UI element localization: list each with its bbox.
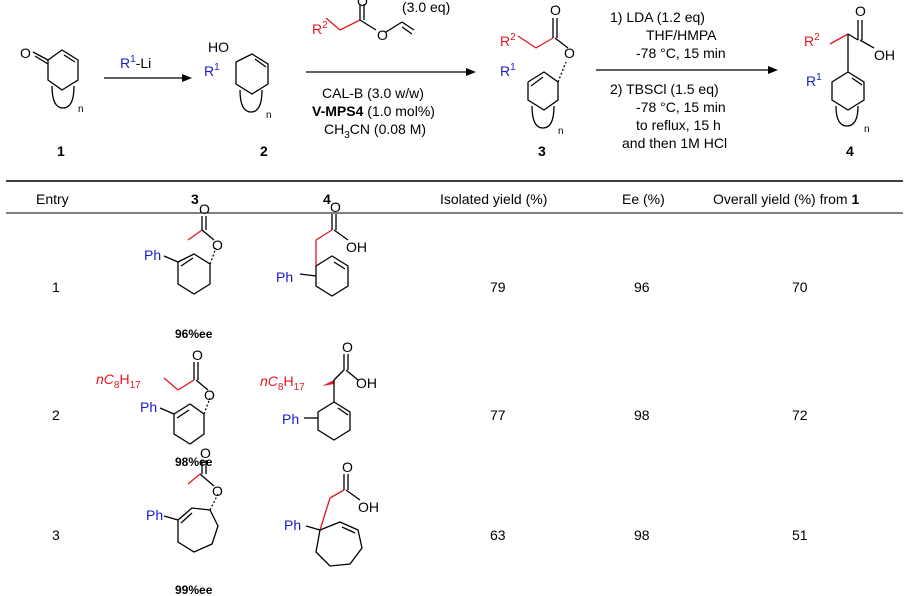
row1-c3-carbonyl-o: O: [199, 201, 210, 217]
row2-c4-oh: OH: [356, 375, 377, 391]
compound-2-structure: HO R1 n: [204, 39, 272, 121]
step3-line6: to reflux, 15 h: [636, 117, 721, 133]
row3-c4-oh: OH: [358, 499, 379, 515]
compound-3-label: 3: [538, 143, 546, 159]
row3-ee: 98: [634, 527, 650, 543]
row3-isolated-yield: 63: [490, 527, 506, 543]
row2-c4-carbonyl-o: O: [342, 339, 353, 355]
row1-ee: 96: [634, 279, 650, 295]
cmpd3-ester-o: O: [564, 45, 575, 61]
row1-compound-4: O OH Ph: [276, 199, 367, 297]
cmpd4-oh: OH: [874, 47, 895, 63]
step3-line1: 1) LDA (1.2 eq): [610, 9, 705, 25]
compound-1-label: 1: [57, 143, 65, 159]
compound-4-structure: O OH R2 R1 n: [804, 3, 895, 135]
vinyl-ester-o: O: [377, 27, 388, 43]
row1-c3-ph: Ph: [144, 247, 161, 263]
row1-overall-yield: 70: [792, 279, 808, 295]
cmpd4-n: n: [864, 124, 870, 135]
row1-c4-ph: Ph: [276, 269, 293, 285]
compound-4-label: 4: [846, 143, 854, 159]
arrow-step3-head: [768, 66, 778, 74]
row3-compound-4: O OH Ph: [284, 459, 379, 567]
compound-1-n: n: [78, 104, 84, 115]
row3-c3-ester-o: O: [212, 483, 223, 499]
row2-entry: 2: [52, 407, 60, 423]
row2-c3-ester-o: O: [204, 387, 215, 403]
row2-c3-nc8h17: nC8H17: [96, 371, 141, 391]
step2-line1: CAL-B (3.0 w/w): [322, 85, 424, 101]
row2-ee-label: 98%ee: [175, 455, 213, 469]
row1-c4-carbonyl-o: O: [330, 199, 341, 215]
row3-overall-yield: 51: [792, 527, 808, 543]
cmpd4-r2: R2: [804, 32, 820, 49]
vinyl-eq: (3.0 eq): [402, 0, 450, 15]
cmpd3-r1: R1: [500, 62, 516, 79]
table-header-3: 3: [191, 191, 199, 207]
cmpd3-n: n: [558, 126, 564, 137]
row2-overall-yield: 72: [792, 407, 808, 423]
row1-ee-label: 96%ee: [175, 327, 213, 341]
cmpd4-r1: R1: [806, 72, 822, 89]
row1-c3-ester-o: O: [212, 237, 223, 253]
cmpd3-carbonyl-o: O: [550, 2, 561, 18]
row3-entry: 3: [52, 527, 60, 543]
compound-1-structure: O n: [20, 45, 84, 115]
step3-line7: and then 1M HCl: [622, 135, 727, 151]
row3-c4-carbonyl-o: O: [342, 459, 353, 475]
cmpd4-carbonyl-o: O: [855, 3, 866, 19]
compound-1-oxygen: O: [20, 45, 31, 61]
row3-c3-carbonyl-o: O: [200, 445, 211, 461]
row1-compound-3: O O Ph: [144, 201, 223, 295]
table-header-isolated-yield: Isolated yield (%): [440, 191, 547, 207]
row2-ee: 98: [634, 407, 650, 423]
row3-ee-label: 99%ee: [175, 583, 213, 596]
step2-line2: V-MPS4 (1.0 mol%): [312, 103, 435, 119]
compound-2-ho: HO: [208, 39, 229, 55]
row2-compound-3: nC8H17 O O Ph: [96, 347, 215, 445]
step3-line2: THF/HMPA: [646, 27, 717, 43]
table-header-entry: Entry: [36, 191, 69, 207]
row3-c3-ph: Ph: [146, 507, 163, 523]
table-header-overall-yield: Overall yield (%) from 1: [713, 191, 859, 207]
step3-line5: -78 °C, 15 min: [636, 99, 726, 115]
row2-c3-ph: Ph: [140, 399, 157, 415]
row2-c4-ph: Ph: [282, 411, 299, 427]
vinyl-r2: R2: [312, 20, 328, 37]
row2-c3-carbonyl-o: O: [192, 347, 203, 363]
row1-c4-oh: OH: [346, 239, 367, 255]
row2-c4-nc8h17: nC8H17: [260, 373, 305, 393]
vinyl-carbonyl-o: O: [357, 0, 368, 9]
table-header-ee: Ee (%): [622, 191, 665, 207]
vinyl-ester-reagent: O O R2 (3.0 eq): [312, 0, 450, 43]
row2-isolated-yield: 77: [490, 407, 506, 423]
step1-reagent: R1-Li: [120, 54, 151, 71]
step2-line3: CH3CN (0.08 M): [324, 121, 426, 141]
arrow-step2-head: [466, 68, 476, 76]
row1-isolated-yield: 79: [490, 279, 506, 295]
compound-2-r1: R1: [204, 62, 220, 79]
row3-compound-3: O O Ph: [146, 445, 223, 553]
compound-2-label: 2: [260, 143, 268, 159]
compound-3-structure: O O R2 R1 n: [500, 2, 575, 137]
row1-entry: 1: [52, 279, 60, 295]
cmpd3-r2: R2: [500, 32, 516, 49]
table-header-4: 4: [323, 191, 331, 207]
step3-line3: -78 °C, 15 min: [636, 45, 726, 61]
row2-compound-4: nC8H17 O OH Ph: [260, 339, 377, 441]
arrow-step1-head: [182, 74, 192, 82]
compound-2-n: n: [266, 110, 272, 121]
row3-c4-ph: Ph: [284, 517, 301, 533]
step3-line4: 2) TBSCl (1.5 eq): [610, 81, 719, 97]
